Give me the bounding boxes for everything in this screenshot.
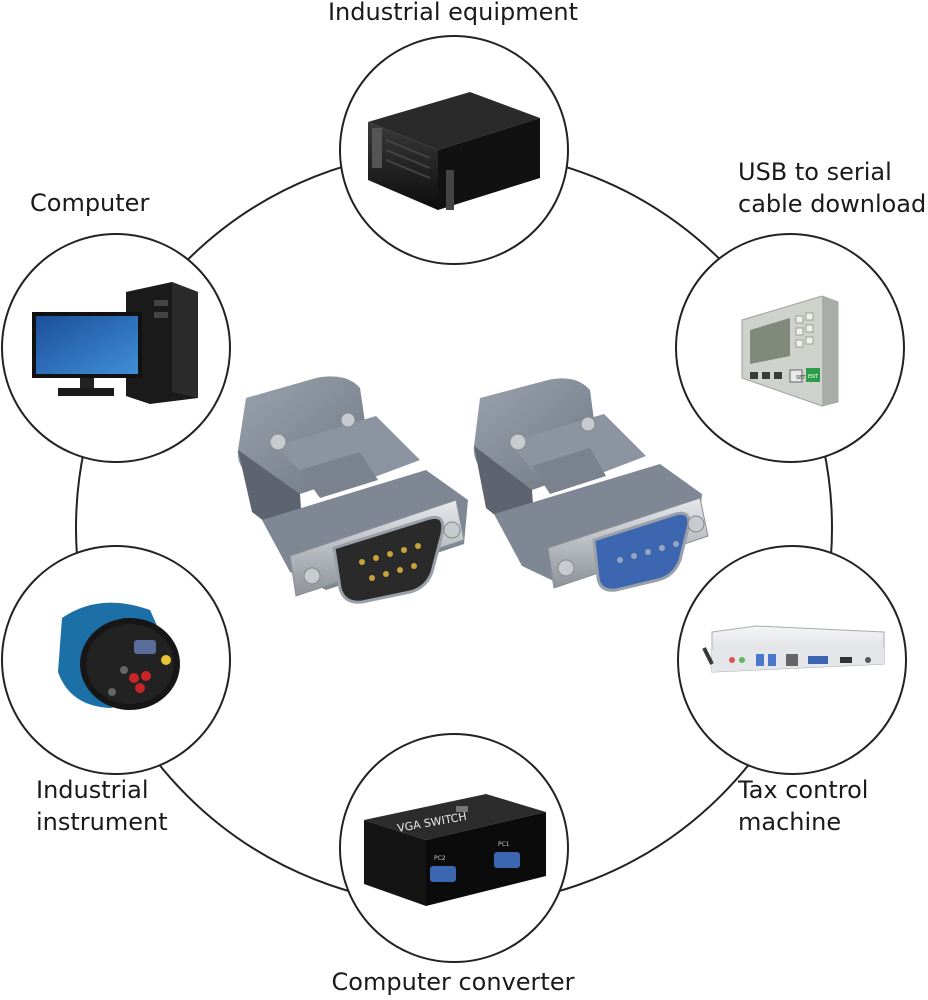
node-usb-serial: SET ENT <box>675 233 905 463</box>
label-usb-line-1: USB to serial <box>738 158 892 186</box>
rack-server-icon <box>368 92 540 210</box>
label-tax-control-machine: Tax control machine <box>738 774 868 838</box>
node-industrial-equipment <box>339 35 569 265</box>
label-tax-line-2: machine <box>738 808 842 836</box>
plc-hmi-panel-icon: SET ENT <box>741 295 839 407</box>
label-industrial-instrument: Industrial instrument <box>36 774 168 838</box>
db9-female-connector-icon <box>473 378 709 592</box>
label-tax-line-1: Tax control <box>738 776 869 804</box>
label-usb-to-serial: USB to serial cable download <box>738 156 926 220</box>
mini-pc-box-icon <box>702 625 885 673</box>
label-instrument-line-2: instrument <box>36 808 168 836</box>
node-industrial-instrument <box>1 545 231 775</box>
node-tax-control <box>677 545 907 775</box>
ent-key-label: ENT <box>808 374 819 380</box>
label-industrial-equipment: Industrial equipment <box>327 0 579 26</box>
set-key-label: SET <box>796 375 806 381</box>
industrial-camera-icon <box>58 602 180 710</box>
pc1-port-label: PC1 <box>498 841 510 848</box>
node-computer-converter: VGA SWITCH PC2 PC1 <box>339 733 569 963</box>
label-usb-line-2: cable download <box>738 190 927 218</box>
label-instrument-line-1: Industrial <box>36 776 149 804</box>
pc2-port-label: PC2 <box>434 855 446 862</box>
label-computer: Computer <box>30 189 150 217</box>
node-computer <box>1 233 231 463</box>
desktop-computer-icon <box>32 282 198 404</box>
vga-switch-box-icon: VGA SWITCH PC2 PC1 <box>364 794 546 906</box>
db9-male-connector-icon <box>237 376 468 604</box>
label-computer-converter: Computer converter <box>331 968 575 996</box>
